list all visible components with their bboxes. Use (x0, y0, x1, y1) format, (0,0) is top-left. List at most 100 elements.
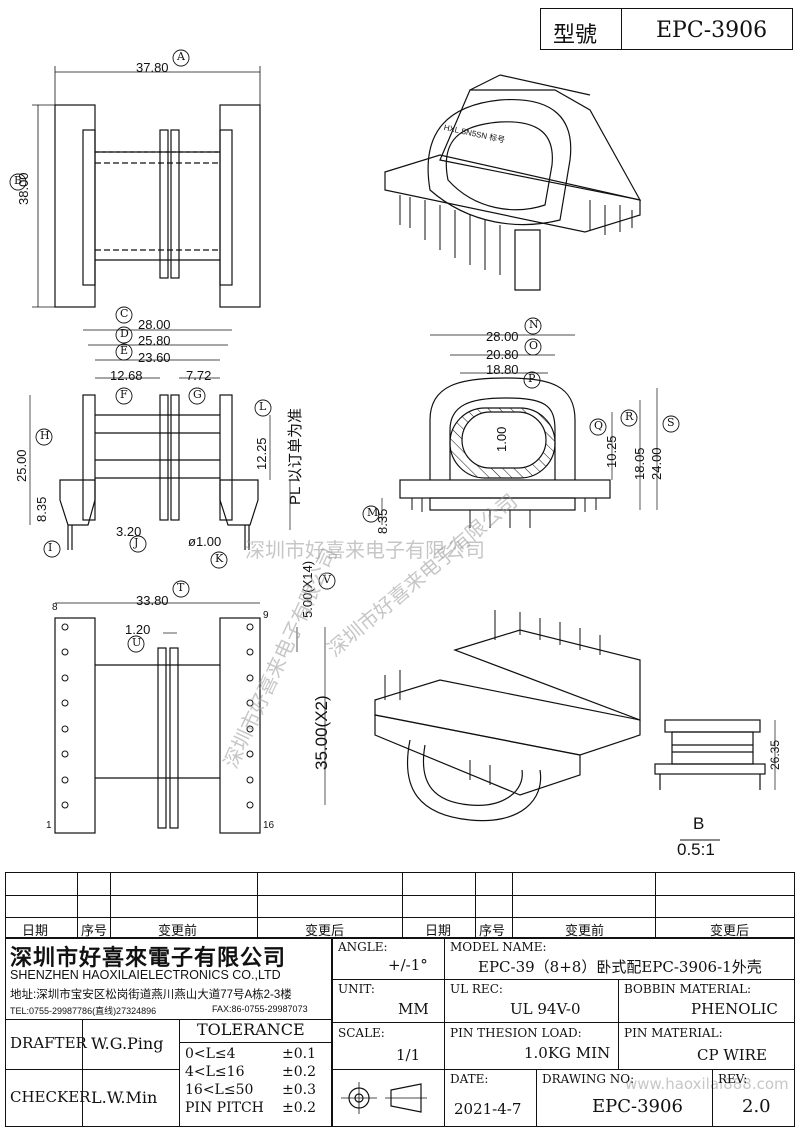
rev-value: 2.0 (742, 1096, 771, 1117)
unit-value: MM (398, 1000, 429, 1018)
projection-symbol-cell (332, 1069, 445, 1127)
drawing-no-label: DRAWING NO: (542, 1072, 635, 1086)
company-tel: TEL:0755-29987786(直线)27324896 (10, 1006, 157, 1016)
scale-value: 1/1 (396, 1046, 421, 1064)
rev-col-no: 序号 (81, 924, 108, 939)
tol-row1-value: ±0.1 (282, 1046, 316, 1062)
dim-k-value: ø1.00 (188, 534, 222, 549)
ul-value: UL 94V-0 (510, 1000, 581, 1018)
side-view (362, 317, 680, 528)
dim-t-letter: T (177, 581, 185, 594)
dim-a-letter: A (177, 50, 185, 63)
rev-col-after: 变更后 (305, 924, 345, 939)
tolerance-title: TOLERANCE (197, 1020, 305, 1039)
tol-row1-range: 0<L≤4 (185, 1046, 236, 1062)
pin-16: 16 (263, 820, 275, 831)
bobbin-value: PHENOLIC (691, 1000, 778, 1018)
dim-i-value: 8.35 (34, 496, 49, 522)
ul-label: UL REC: (450, 982, 503, 996)
dim-s-letter: S (667, 416, 675, 429)
tol-row3-value: ±0.3 (282, 1082, 316, 1098)
model-value-cell: EPC-3906 (621, 8, 793, 50)
rev-label: REV: (718, 1072, 748, 1086)
dim-d-value: 25.80 (138, 333, 171, 348)
checker-label: CHECKER (10, 1088, 91, 1106)
pin-8: 8 (52, 602, 58, 613)
scale-label: SCALE: (338, 1026, 385, 1040)
bobbin-label: BOBBIN MATERIAL: (624, 982, 752, 996)
tol-row2-range: 4<L≤16 (185, 1064, 245, 1080)
drafter-value: W.G.Ping (91, 1034, 164, 1053)
view-b-label: B (693, 814, 705, 833)
rev-col-date: 日期 (22, 924, 49, 939)
dim-d-letter: D (120, 327, 129, 340)
bottom-view (54, 572, 336, 834)
dim-b-letter: B (14, 174, 23, 187)
dim-j-letter: J (134, 536, 139, 549)
dim-e-value: 23.60 (138, 350, 171, 365)
dim-m-letter: M (367, 506, 379, 519)
view-b-scale: 0.5:1 (677, 840, 715, 859)
company-fax: FAX:86-0755-29987073 (212, 1004, 308, 1014)
dim-q-value: 10.25 (604, 435, 619, 468)
dim-c-value: 28.00 (138, 317, 171, 332)
view-b (654, 719, 776, 841)
dim-u-value: 1.20 (125, 622, 151, 637)
dim-t-value: 33.80 (136, 593, 169, 608)
tension-label: PIN THESION LOAD: (450, 1026, 582, 1040)
dim-r-value: 18.05 (632, 447, 647, 480)
tol-row4-value: ±0.2 (282, 1100, 316, 1116)
dim-j-value: 3.20 (116, 524, 142, 539)
top-view (9, 49, 261, 308)
dim-s-value: 24.00 (649, 447, 664, 480)
rev-col-before: 变更前 (158, 924, 198, 939)
dim-a-value: 37.80 (136, 60, 169, 75)
dim-h-letter: H (40, 429, 50, 442)
pin-material-value: CP WIRE (697, 1046, 767, 1064)
dim-h-value: 25.00 (14, 449, 29, 482)
company-address: 地址:深圳市宝安区松岗街道燕川燕山大道77号A栋2-3楼 (10, 989, 292, 1001)
rev-col-no2: 序号 (479, 924, 506, 939)
model-name-value: EPC-39（8+8）卧式配EPC-3906-1外壳 (478, 958, 762, 976)
dim-g-value: 7.72 (186, 368, 212, 383)
rev-col-before2: 变更前 (565, 924, 605, 939)
drawing-no-value: EPC-3906 (592, 1096, 683, 1117)
dim-f-letter: F (120, 388, 128, 401)
model-label: 型號 (553, 23, 598, 48)
pin-material-label: PIN MATERIAL: (624, 1026, 723, 1040)
model-value: EPC-3906 (656, 18, 768, 43)
drafter-label: DRAFTER (10, 1034, 87, 1052)
dim-g-letter: G (193, 388, 202, 401)
front-view (29, 306, 291, 569)
dim-e-letter: E (120, 344, 129, 357)
dim-k-letter: K (215, 552, 224, 565)
side-height: 26.35 (768, 739, 782, 770)
angle-label: ANGLE: (338, 940, 388, 954)
company-name-en: SHENZHEN HAOXILAIELECTRONICS CO.,LTD (10, 968, 281, 982)
dim-n-value: 28.00 (486, 329, 519, 344)
model-name-label: MODEL NAME: (450, 940, 547, 954)
date-label: DATE: (450, 1072, 489, 1086)
tol-row2-value: ±0.2 (282, 1064, 316, 1080)
rev-col-after2: 变更后 (710, 924, 750, 939)
pitch-x2: 35.00(X2) (312, 695, 331, 770)
dim-o-value: 20.80 (486, 347, 519, 362)
dim-c-letter: C (120, 307, 129, 320)
angle-value: +/-1° (388, 956, 428, 974)
dim-l-letter: L (259, 400, 267, 413)
iso-view-top (384, 74, 642, 291)
date-value: 2021-4-7 (454, 1100, 522, 1118)
pin-9: 9 (263, 610, 269, 621)
dim-q-letter: Q (594, 419, 604, 432)
tol-row3-range: 16<L≤50 (185, 1082, 254, 1098)
company-name-cn: 深圳市好喜來電子有限公司 (10, 945, 287, 971)
dim-i-letter: I (48, 541, 53, 554)
dim-r-letter: R (625, 410, 634, 423)
unit-label: UNIT: (338, 982, 375, 996)
pin-1: 1 (46, 820, 52, 831)
dim-u-letter: U (132, 636, 142, 649)
checker-value: L.W.Min (91, 1088, 158, 1107)
iso-view-bottom (374, 610, 641, 822)
dim-p-value: 18.80 (486, 362, 519, 377)
